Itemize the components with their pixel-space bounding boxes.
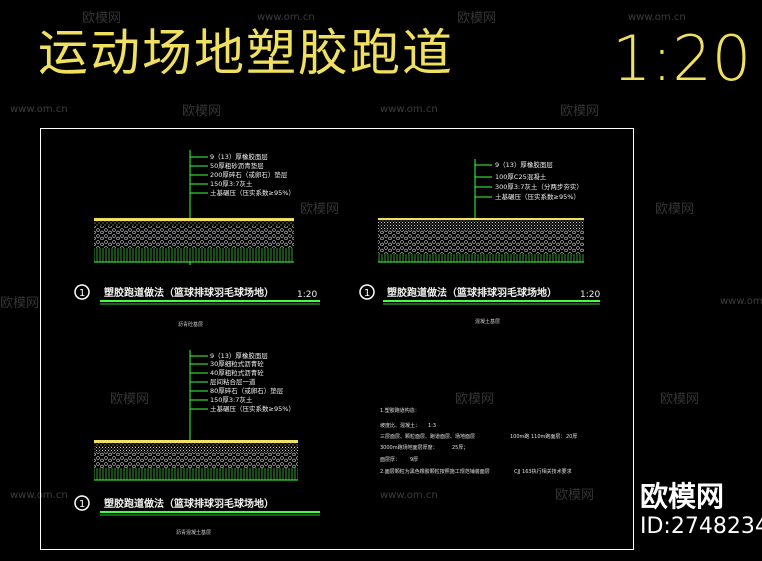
note-line: 100m跑 110m跑面层：: [510, 433, 565, 440]
watermark-url: www.om.cn: [380, 104, 438, 115]
layer-label: 200厚碎石（或卵石）垫层: [210, 170, 288, 179]
detail-number-circle: [359, 284, 375, 300]
leader-ticks: [190, 355, 208, 410]
drawing-scale: 1:20: [612, 22, 752, 95]
note-line: 三层面层、颗粒面层、跑道面层、场地面层: [380, 433, 475, 440]
detail-number: 1: [364, 288, 370, 299]
watermark-url: www.om.cn: [10, 104, 68, 115]
detail-sublabel: 沥青砼基层: [178, 321, 203, 328]
layer-label: 9（13）厚橡胶面层: [495, 160, 553, 169]
layer-label: 50厚粗砂沥青垫层: [210, 161, 264, 170]
watermark-url: www.om.cn: [10, 490, 68, 501]
layer-label: 40厚粗粒式沥青砼: [210, 368, 264, 377]
watermark-text: 欧模网: [560, 104, 600, 119]
layer-label: 9（13）厚橡胶面层: [210, 351, 268, 360]
detail-number-circle: [74, 495, 90, 511]
leader-ticks: [190, 156, 208, 194]
note-line: 面层厚：: [380, 457, 400, 463]
layer-label: 300厚3:7灰土（分两步夯实）: [495, 182, 583, 191]
lime-soil-layer: [378, 230, 584, 254]
soil-layer: [94, 468, 298, 480]
note-line: 25厚；: [452, 445, 468, 451]
layer-label: 30厚细粒式沥青砼: [210, 359, 264, 368]
watermark-url: www.om.cn: [628, 12, 686, 23]
watermark-url: www.om.cn: [720, 296, 762, 307]
detail-sublabel: 沥青混凝土基层: [176, 529, 211, 536]
layer-label: 层间粘合层一道: [210, 377, 256, 386]
note-line: 1.塑胶跑道构造：: [380, 407, 420, 414]
notes-block: 1.塑胶跑道构造： 坡度比、混凝土： 1:3 三层面层、颗粒面层、跑道面层、场地…: [380, 407, 577, 475]
note-line: 20厚: [566, 434, 577, 440]
watermark-text: 欧模网: [660, 392, 700, 407]
layer-label: 80厚碎石（或卵石）垫层: [210, 386, 284, 395]
watermark-text: 欧模网: [457, 11, 497, 26]
watermark-text: 欧模网: [182, 104, 222, 119]
layer-label: 土基碾压（压实系数≥95%）: [495, 192, 580, 201]
detail-2: 9（13）厚橡胶面层 100厚C25混凝土 300厚3:7灰土（分两步夯实） 土…: [359, 159, 600, 325]
detail-caption: 塑胶跑道做法（篮球排球羽毛球场地）: [104, 497, 274, 510]
note-line: 3000m跑场地面层厚度：: [380, 444, 438, 451]
concrete-layer: [378, 220, 584, 230]
detail-scale: 1:20: [297, 290, 317, 300]
detail-3: 9（13）厚橡胶面层 30厚细粒式沥青砼 40厚粗粒式沥青砼 层间粘合层一道 8…: [74, 350, 320, 536]
detail-caption: 塑胶跑道做法（篮球排球羽毛球场地）: [104, 286, 274, 299]
note-line: 2.面层颗粒为黑色橡胶颗粒按照施工规范铺装面层: [380, 468, 490, 475]
drawing-frame: [40, 128, 634, 550]
detail-scale: 1:20: [580, 290, 600, 300]
coarse-asphalt-layer: [94, 447, 298, 452]
layer-label: 100厚C25混凝土: [495, 172, 547, 181]
note-line: CJJ 163执行相关技术要求: [514, 468, 572, 475]
layer-label: 土基碾压（压实系数≥95%）: [210, 188, 295, 197]
watermark-text: 欧模网: [655, 202, 695, 217]
detail-number-circle: [74, 284, 90, 300]
detail-number: 1: [79, 288, 85, 299]
sand-layer: [94, 221, 294, 226]
surface-layer: [378, 218, 584, 220]
layer-label: 150厚3:7灰土: [210, 179, 253, 188]
surface-layer: [94, 218, 294, 221]
soil-layer: [378, 254, 584, 262]
note-line: 9厚: [410, 457, 418, 463]
layer-label: 9（13）厚橡胶面层: [210, 152, 268, 161]
watermark-text: 欧模网: [82, 11, 122, 26]
watermark-text: 欧模网: [0, 296, 40, 311]
watermark-url: www.om.cn: [380, 490, 438, 501]
detail-sublabel: 混凝土基层: [475, 318, 500, 325]
surface-layer: [94, 440, 298, 443]
note-line: 1:3: [428, 423, 436, 429]
drawing-title: 运动场地塑胶跑道: [38, 24, 454, 82]
fine-asphalt-layer: [94, 443, 298, 447]
watermark-text: 欧模网: [455, 392, 495, 407]
watermark-text: 欧模网: [300, 202, 340, 217]
watermark-url: www.om.cn: [257, 12, 315, 23]
brand-logo: 欧模网: [640, 480, 725, 513]
asset-id: ID:2748234: [640, 514, 762, 539]
gravel-layer: [94, 452, 298, 468]
watermark-text: 欧模网: [555, 488, 595, 503]
detail-number: 1: [79, 499, 85, 510]
note-line: 坡度比、混凝土：: [380, 422, 420, 429]
soil-layer: [94, 248, 294, 262]
detail-caption: 塑胶跑道做法（篮球排球羽毛球场地）: [387, 286, 557, 299]
leader-ticks: [475, 164, 492, 198]
gravel-layer: [94, 226, 294, 248]
layer-label: 土基碾压（压实系数≥95%）: [210, 404, 295, 413]
detail-1: 9（13）厚橡胶面层 50厚粗砂沥青垫层 200厚碎石（或卵石）垫层 150厚3…: [74, 150, 320, 328]
watermark-text: 欧模网: [110, 392, 150, 407]
layer-label: 150厚3:7灰土: [210, 395, 253, 404]
